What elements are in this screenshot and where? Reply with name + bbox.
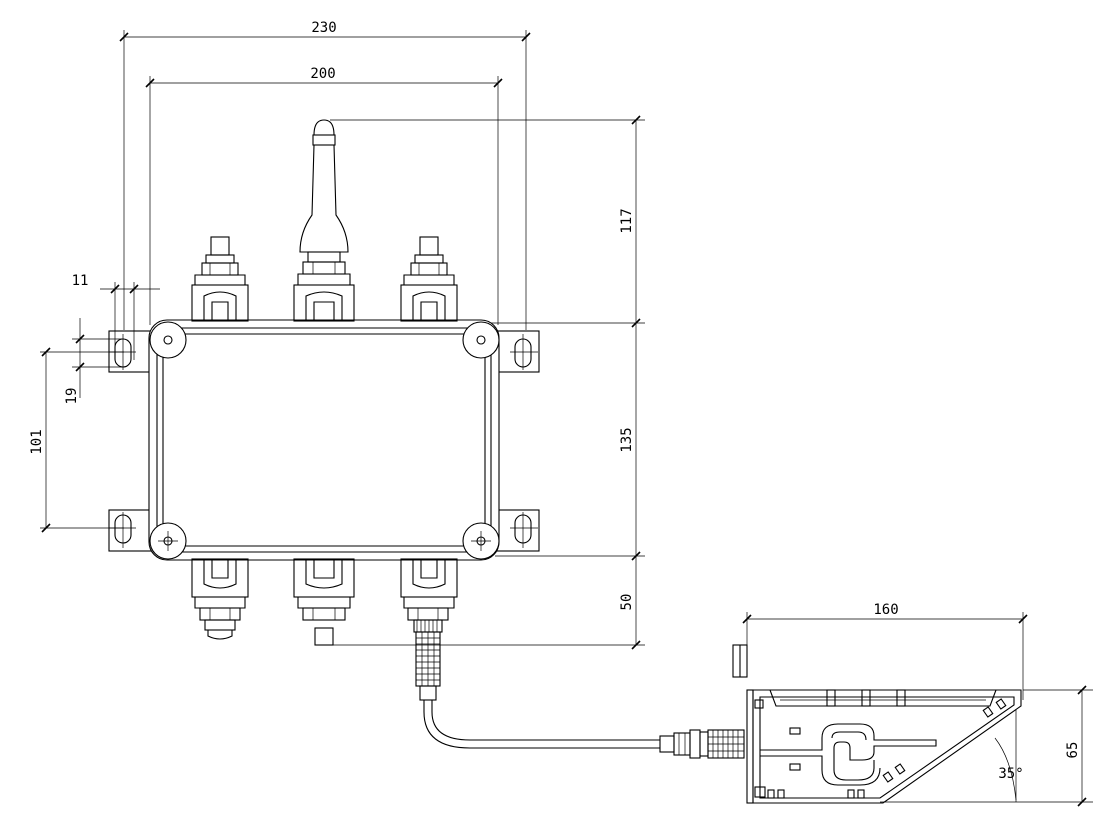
cable	[423, 700, 660, 749]
dimension-slot-length: 19	[64, 318, 124, 404]
dim-label-35-degrees: 35°	[998, 766, 1023, 782]
dim-label-101: 101	[29, 429, 45, 454]
dimension-antenna-height: 117	[330, 115, 645, 328]
dim-label-65: 65	[1065, 742, 1081, 759]
dim-label-230: 230	[311, 20, 336, 36]
dimension-flange-width: 11	[72, 273, 160, 360]
dim-label-11: 11	[72, 273, 89, 289]
bottom-cable-gland-middle	[293, 558, 355, 646]
cable-connector	[413, 619, 443, 701]
dim-label-135: 135	[619, 427, 635, 452]
cable-end-connector	[659, 729, 745, 759]
dimension-bracket-length: 160	[742, 602, 1028, 700]
top-cable-gland-right	[400, 236, 458, 322]
dimension-overall-width: 230	[119, 20, 531, 330]
side-view-bracket	[732, 644, 1022, 804]
dimension-body-height: 135	[495, 323, 645, 561]
dimension-body-width: 200	[145, 66, 503, 325]
dim-label-117: 117	[619, 208, 635, 233]
dim-label-19: 19	[64, 388, 80, 405]
antenna	[293, 119, 355, 322]
dim-label-160: 160	[873, 602, 898, 618]
dim-label-200: 200	[310, 66, 335, 82]
bottom-cable-gland-right	[400, 558, 458, 621]
dimension-hole-spacing: 101	[29, 347, 124, 533]
dimension-connector-depth: 50	[330, 556, 645, 650]
dimension-bracket-height: 65	[880, 685, 1093, 807]
dimension-bracket-angle: 35°	[994, 710, 1024, 802]
top-cable-gland-left	[191, 236, 249, 322]
enclosure-body	[148, 319, 500, 561]
bottom-cable-gland-left	[191, 558, 249, 640]
dim-label-50: 50	[619, 594, 635, 611]
